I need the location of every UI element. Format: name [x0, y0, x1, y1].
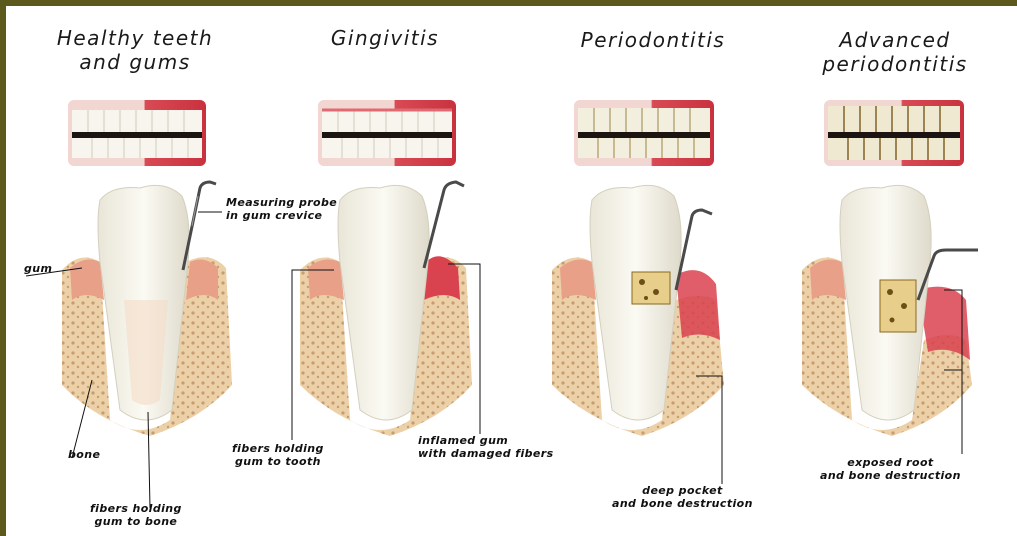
label-inflamed-line2: with damaged fibers — [418, 447, 554, 460]
label-fibers-tooth-line2: gum to tooth — [232, 455, 324, 468]
teeth-strip-advanced — [824, 100, 964, 166]
label-probe-line2: in gum crevice — [226, 209, 337, 222]
teeth-strip-gingivitis — [318, 100, 456, 166]
label-root-line2: and bone destruction — [820, 469, 961, 482]
label-gum: gum — [24, 262, 52, 275]
tooth-section-advanced — [802, 185, 978, 436]
label-pocket: deep pocket and bone destruction — [612, 484, 753, 510]
label-probe-line1: Measuring probe — [226, 196, 337, 209]
label-pocket-line1: deep pocket — [612, 484, 753, 497]
label-probe: Measuring probe in gum crevice — [226, 196, 337, 222]
label-inflamed-line1: inflamed gum — [418, 434, 554, 447]
label-fibers-bone: fibers holding gum to bone — [90, 502, 182, 528]
tooth-section-periodontitis — [552, 185, 724, 436]
label-fibers-bone-line1: fibers holding — [90, 502, 182, 515]
label-fibers-tooth-line1: fibers holding — [232, 442, 324, 455]
teeth-strip-healthy — [68, 100, 206, 166]
label-root-line1: exposed root — [820, 456, 961, 469]
leader-fibers-bone — [148, 412, 150, 508]
label-inflamed: inflamed gum with damaged fibers — [418, 434, 554, 460]
label-pocket-line2: and bone destruction — [612, 497, 753, 510]
teeth-strip-periodontitis — [574, 100, 714, 166]
label-fibers-tooth: fibers holding gum to tooth — [232, 442, 324, 468]
label-root: exposed root and bone destruction — [820, 456, 961, 482]
label-bone: bone — [68, 448, 100, 461]
label-fibers-bone-line2: gum to bone — [90, 515, 182, 528]
